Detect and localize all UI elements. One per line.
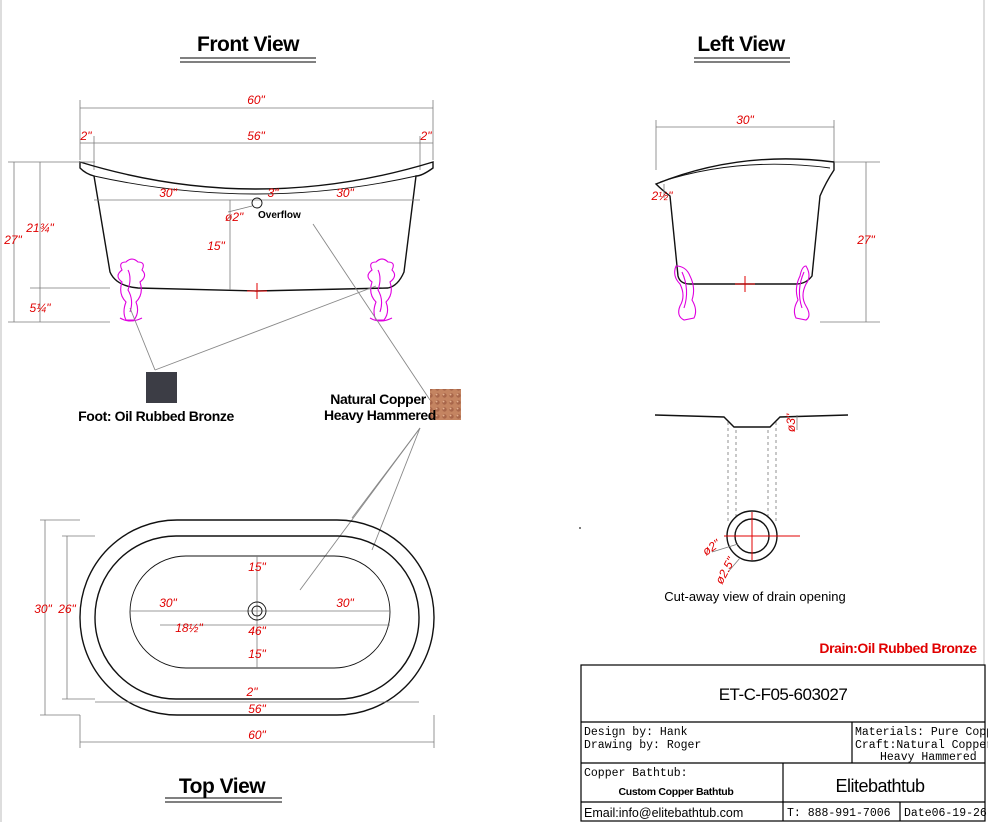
dim-inner-length: 56" bbox=[247, 129, 265, 143]
foot-material-swatch bbox=[146, 372, 177, 403]
drain-material-label: Drain:Oil Rubbed Bronze bbox=[819, 640, 977, 656]
craft-line1: Craft:Natural Copper bbox=[855, 739, 988, 752]
dim-overflow-offset: 3" bbox=[268, 186, 280, 200]
top-drain-inner bbox=[251, 605, 263, 617]
left-tub-outline bbox=[654, 158, 835, 285]
dim-foot-height: 5¼" bbox=[30, 301, 52, 315]
front-view: Front View 60" 56" 2" 2" 30" 30" 3" ø2" … bbox=[3, 33, 434, 401]
product-code: ET-C-F05-603027 bbox=[719, 685, 848, 704]
front-view-title: Front View bbox=[197, 33, 300, 56]
dim-left-half: 30" bbox=[159, 186, 177, 200]
dim-top-center-upper: 15" bbox=[248, 560, 266, 574]
product-name: Custom Copper Bathtub bbox=[618, 786, 733, 798]
dim-top-rim: 2" bbox=[246, 685, 259, 699]
dim-top-basin-length: 46" bbox=[248, 624, 266, 638]
front-foot-right bbox=[367, 258, 396, 322]
dim-top-overall-length: 60" bbox=[248, 728, 266, 742]
dim-left-height: 27" bbox=[856, 233, 875, 247]
dim-drain-inner: ø2" bbox=[700, 536, 724, 558]
copper-material-line1: Natural Copper bbox=[330, 391, 426, 407]
dim-drain-outer: ø2.5" bbox=[712, 554, 738, 586]
top-view-title: Top View bbox=[179, 775, 266, 798]
top-view: 30" 26" 15" 15" 30" 30" 18½" 46" 2" 56" … bbox=[34, 427, 435, 803]
front-foot-left bbox=[117, 258, 146, 322]
front-tub-outline bbox=[79, 161, 434, 292]
dim-right-half: 30" bbox=[336, 186, 354, 200]
dim-left-rim: 2½" bbox=[651, 189, 674, 203]
copper-material-line2: Heavy Hammered bbox=[324, 407, 436, 423]
left-foot-back bbox=[793, 265, 810, 321]
top-tub-outer bbox=[79, 519, 435, 716]
dim-drain-flange: ø3" bbox=[784, 413, 798, 432]
drawing-by: Drawing by: Roger bbox=[584, 739, 701, 752]
left-foot-front bbox=[674, 265, 697, 321]
dim-overflow-dia: ø2" bbox=[225, 210, 244, 224]
cutaway-caption: Cut-away view of drain opening bbox=[664, 589, 845, 604]
left-view: Left View 30" 27" 2½" bbox=[651, 33, 880, 323]
overflow-icon bbox=[251, 197, 263, 209]
dim-top-basin-width: 18½" bbox=[175, 621, 203, 635]
craft-line2: Heavy Hammered bbox=[880, 751, 977, 764]
dim-top-half-left: 30" bbox=[159, 596, 177, 610]
overflow-label: Overflow bbox=[258, 210, 301, 221]
dim-overall-length: 60" bbox=[247, 93, 265, 107]
materials-text: Materials: Pure Copper bbox=[855, 726, 988, 739]
dim-top-width-outer: 30" bbox=[34, 602, 52, 616]
dim-left-width: 30" bbox=[736, 113, 754, 127]
design-by: Design by: Hank bbox=[584, 726, 688, 739]
title-block: ET-C-F05-603027 Design by: Hank Drawing … bbox=[580, 664, 988, 822]
top-drain-outer bbox=[247, 601, 267, 621]
foot-material-label: Foot: Oil Rubbed Bronze bbox=[78, 408, 234, 424]
top-tub-inner bbox=[94, 535, 420, 700]
brand-name: Elitebathtub bbox=[835, 776, 925, 796]
dim-depth: 15" bbox=[207, 239, 225, 253]
left-view-title: Left View bbox=[697, 33, 785, 56]
product-label: Copper Bathtub: bbox=[584, 767, 688, 780]
top-tub-basin bbox=[129, 555, 391, 669]
drain-cutaway: ø3" ø2" ø2.5" Cut-away view of drain ope… bbox=[654, 413, 849, 604]
dim-height-outer: 27" bbox=[3, 233, 22, 247]
dim-top-half-right: 30" bbox=[336, 596, 354, 610]
contact-phone: T: 888-991-7006 bbox=[787, 807, 891, 820]
copper-material-swatch bbox=[430, 389, 461, 420]
drawing-date: Date06-19-26 bbox=[904, 807, 987, 820]
dim-top-inner-length: 56" bbox=[248, 702, 266, 716]
dim-height-inner: 21¾" bbox=[25, 221, 54, 235]
dim-top-center-lower: 15" bbox=[248, 647, 266, 661]
dim-rim-right: 2" bbox=[420, 129, 433, 143]
dim-rim-left: 2" bbox=[80, 129, 93, 143]
dim-top-width-inner: 26" bbox=[57, 602, 76, 616]
contact-email[interactable]: Email:info@elitebathtub.com bbox=[584, 806, 743, 820]
